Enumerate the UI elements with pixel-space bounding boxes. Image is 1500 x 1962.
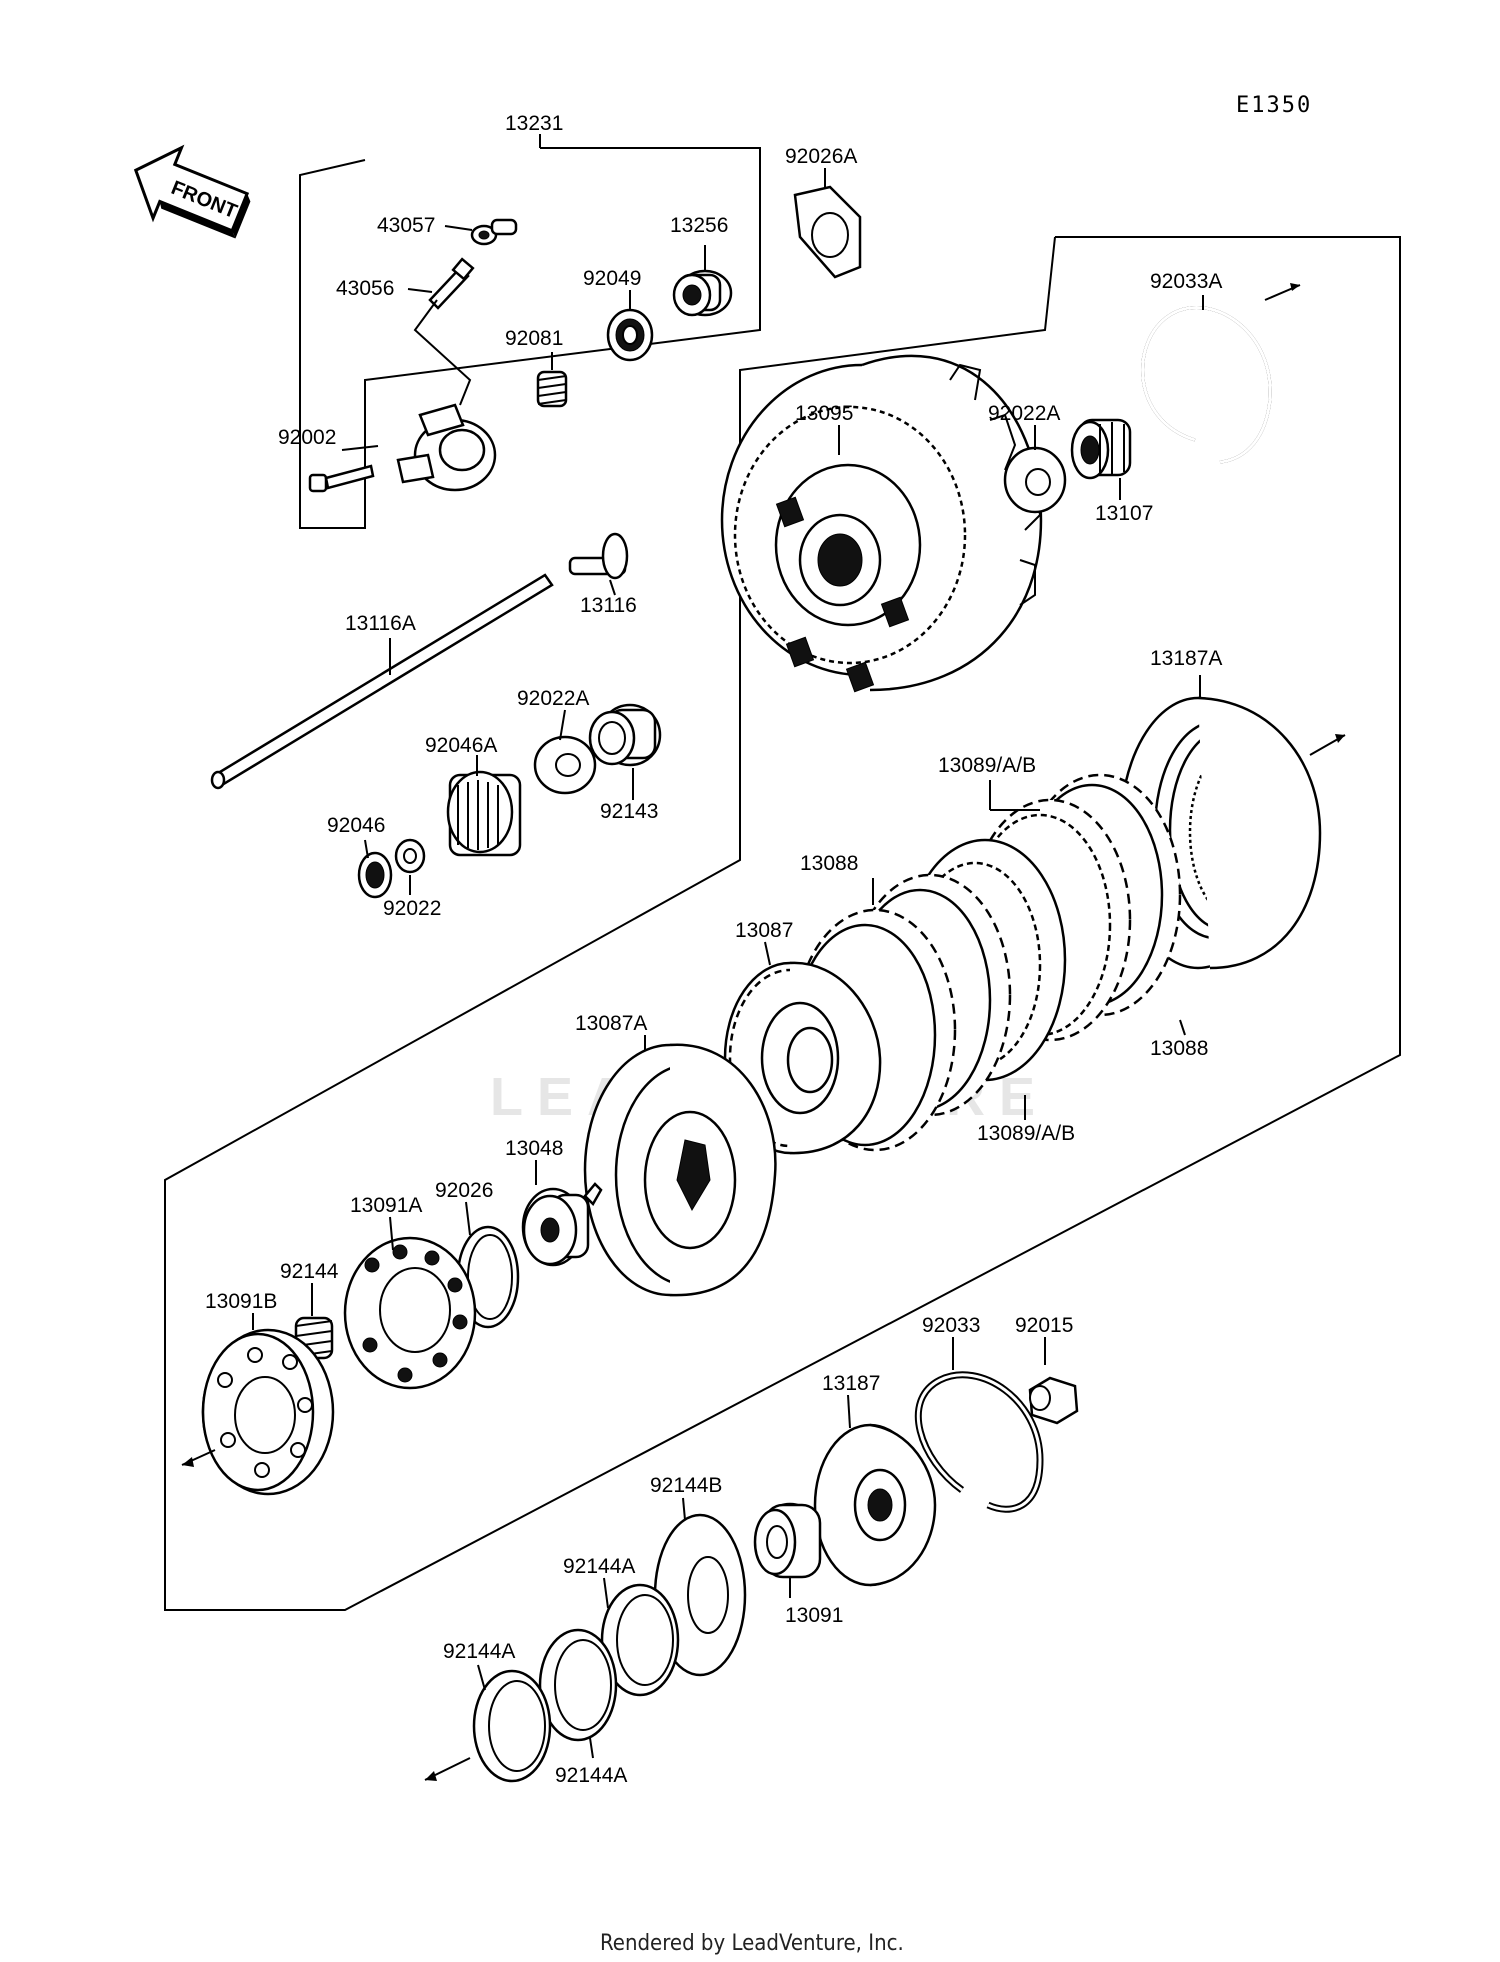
label-92046A: 92046A	[425, 734, 497, 757]
label-13256: 13256	[670, 214, 728, 237]
footer-credit: Rendered by LeadVenture, Inc.	[600, 1931, 904, 1956]
part-13095	[720, 354, 1043, 693]
part-92022A-top	[1003, 446, 1067, 514]
label-92022: 92022	[383, 897, 441, 920]
front-arrow-icon: FRONT	[133, 144, 251, 239]
label-13231: 13231	[505, 112, 563, 135]
part-92015	[1028, 1376, 1079, 1425]
label-13087A: 13087A	[575, 1012, 647, 1035]
part-92046A	[446, 770, 522, 857]
group-13231-boundary	[299, 147, 761, 529]
part-92026	[456, 1225, 520, 1329]
label-92026A: 92026A	[785, 145, 857, 168]
label-13116A: 13116A	[345, 612, 416, 635]
part-92081	[536, 370, 568, 408]
part-13087	[723, 961, 882, 1155]
part-92049	[606, 308, 654, 362]
part-92026A	[793, 185, 862, 279]
part-92046	[357, 851, 393, 899]
label-13187A: 13187A	[1150, 647, 1222, 670]
part-13091A	[343, 1236, 477, 1390]
label-13091A: 13091A	[350, 1194, 422, 1217]
part-13107	[1070, 418, 1132, 480]
label-92026: 92026	[435, 1179, 493, 1202]
part-92002	[308, 464, 375, 493]
label-92144A-2: 92144A	[443, 1640, 515, 1663]
part-13087A	[583, 1043, 777, 1297]
part-13116	[568, 532, 629, 580]
part-13091B	[201, 1328, 335, 1496]
label-43057: 43057	[377, 214, 435, 237]
label-13187: 13187	[822, 1372, 880, 1395]
label-13048: 13048	[505, 1137, 563, 1160]
figure-code: E1350	[1236, 93, 1312, 118]
part-92033A	[1141, 306, 1272, 464]
part-92144A-1	[600, 1583, 680, 1697]
part-92144A-3	[472, 1669, 552, 1783]
part-13187	[813, 1423, 937, 1587]
label-92033: 92033	[922, 1314, 980, 1337]
label-13095: 13095	[795, 402, 853, 425]
part-13231-body	[396, 403, 497, 492]
label-13089-top: 13089/A/B	[938, 754, 1036, 777]
label-92046: 92046	[327, 814, 385, 837]
label-13107: 13107	[1095, 502, 1153, 525]
part-13048	[521, 1182, 603, 1267]
label-92049: 92049	[583, 267, 641, 290]
label-92144A-3: 92144A	[555, 1764, 627, 1787]
label-92143: 92143	[600, 800, 658, 823]
label-13088-bot: 13088	[1150, 1037, 1208, 1060]
label-92144B: 92144B	[650, 1474, 722, 1497]
part-43056	[428, 257, 475, 310]
part-labels: 13231 92026A 43057 13256 43056 92049 920…	[205, 112, 1222, 1787]
label-92022A-top: 92022A	[988, 402, 1060, 425]
part-13116A	[210, 573, 554, 790]
label-13089-bot: 13089/A/B	[977, 1122, 1075, 1145]
part-92022	[394, 838, 426, 874]
part-43057	[470, 218, 518, 246]
label-92144A-1: 92144A	[563, 1555, 635, 1578]
label-13116: 13116	[580, 594, 637, 617]
clutch-group-boundary	[164, 236, 1401, 1611]
label-92022A-mid: 92022A	[517, 687, 589, 710]
label-92033A: 92033A	[1150, 270, 1222, 293]
label-13091B: 13091B	[205, 1290, 277, 1313]
part-92033	[914, 1371, 1044, 1513]
label-92081: 92081	[505, 327, 563, 350]
label-43056: 43056	[336, 277, 394, 300]
label-92144: 92144	[280, 1260, 339, 1283]
part-92022A-mid	[533, 735, 597, 795]
part-92144A-2	[538, 1628, 618, 1742]
part-13187A	[1118, 696, 1322, 970]
part-13256	[672, 269, 733, 317]
part-13091	[753, 1502, 822, 1579]
label-13087: 13087	[735, 919, 793, 942]
label-13088-top: 13088	[800, 852, 858, 875]
label-92002: 92002	[278, 426, 336, 449]
label-13091: 13091	[785, 1604, 843, 1627]
label-92015: 92015	[1015, 1314, 1073, 1337]
part-92143	[588, 703, 662, 767]
